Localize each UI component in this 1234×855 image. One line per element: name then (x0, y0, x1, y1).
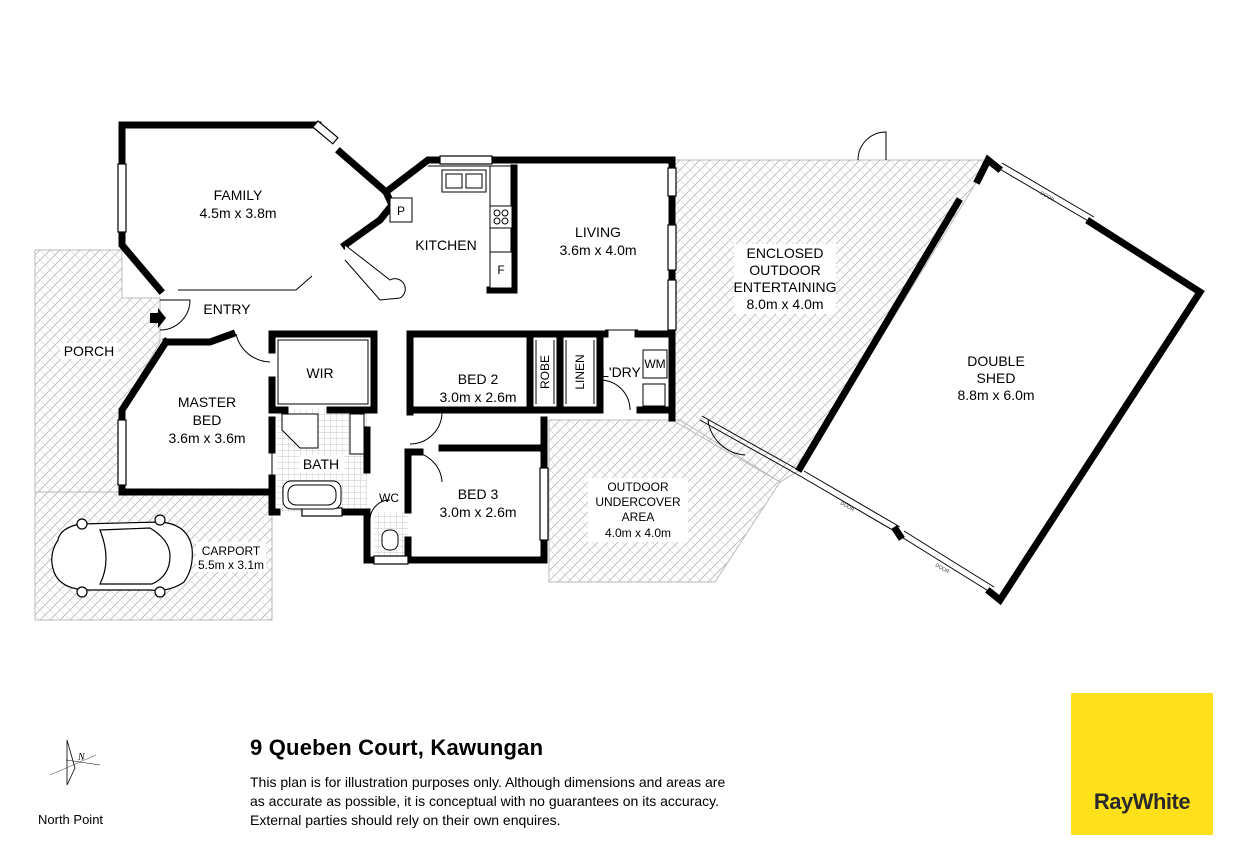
outdoor-undercover-line-3: AREA (622, 510, 655, 524)
double-shed-dims: 8.8m x 6.0m (957, 387, 1034, 403)
disclaimer-line-3: External parties should rely on their ow… (250, 812, 561, 828)
porch-label: PORCH (64, 343, 115, 359)
master-bed-label-2: BED (193, 412, 222, 428)
cooktop (489, 205, 513, 229)
master-bed-label-1: MASTER (178, 394, 236, 410)
wir-inner (277, 339, 369, 405)
bed2-label: BED 2 (458, 371, 499, 387)
compass-icon: N (49, 739, 101, 786)
wir-label: WIR (306, 365, 333, 381)
fridge-label: F (497, 263, 504, 277)
porch-area (34, 249, 161, 493)
bed2-dims: 3.0m x 2.6m (439, 389, 516, 405)
robe-label: ROBE (538, 355, 552, 389)
family-label: FAMILY (214, 187, 263, 203)
double-shed-label-2: SHED (977, 370, 1016, 386)
kitchen-bench (344, 244, 406, 301)
fixtures (178, 165, 668, 551)
room-labels: FAMILY 4.5m x 3.8m KITCHEN P F LIVING 3.… (60, 187, 1035, 572)
walls (118, 121, 1205, 606)
windows (117, 120, 677, 565)
outdoor-undercover-line-2: UNDERCOVER (595, 495, 681, 509)
entry-arrow-icon (150, 308, 166, 328)
disclaimer-line-2: as accurate as possible, it is conceptua… (250, 793, 719, 809)
bed3-dims: 3.0m x 2.6m (439, 504, 516, 520)
living-label: LIVING (575, 224, 621, 240)
family-dims: 4.5m x 3.8m (199, 205, 276, 221)
pantry (389, 197, 413, 223)
wc-label: WC (379, 491, 399, 505)
vanity (349, 413, 365, 455)
kitchen-label: KITCHEN (415, 237, 476, 253)
shed-doors (699, 162, 1095, 593)
disclaimer: This plan is for illustration purposes o… (250, 773, 770, 830)
pantry-label: P (397, 204, 405, 218)
linen-label: LINEN (573, 354, 587, 389)
enclosed-outdoor-line-2: OUTDOOR (749, 262, 821, 278)
floor-plan: DOOR DOOR DOOR (34, 120, 1205, 621)
laundry-tub (642, 383, 666, 407)
enclosed-outdoor-line-3: ENTERTAINING (734, 279, 837, 295)
carport-label: CARPORT (202, 544, 261, 558)
north-point-label: North Point (38, 812, 104, 827)
north-point-compass: N (30, 730, 140, 840)
enclosed-outdoor-area (671, 159, 991, 483)
entry-bench (178, 275, 313, 291)
shed-door-label-right: DOOR (934, 563, 950, 576)
living-dims: 3.6m x 4.0m (559, 242, 636, 258)
outdoor-undercover-dims: 4.0m x 4.0m (605, 526, 671, 540)
north-letter: N (77, 752, 86, 763)
enclosed-outdoor-line-1: ENCLOSED (746, 245, 823, 261)
property-address: 9 Queben Court, Kawungan (250, 735, 544, 760)
shed-door-label-left: DOOR (839, 501, 855, 514)
entry-label: ENTRY (203, 301, 251, 317)
bath-label: BATH (303, 456, 339, 472)
double-shed-label-1: DOUBLE (967, 353, 1025, 369)
enclosed-outdoor-dims: 8.0m x 4.0m (746, 296, 823, 312)
wm-label: WM (644, 357, 665, 371)
raywhite-logo-text: RayWhite (1093, 789, 1191, 814)
master-bed-dims: 3.6m x 3.6m (168, 430, 245, 446)
toilet (381, 529, 399, 551)
carport-dims: 5.5m x 3.1m (198, 558, 264, 572)
shower (281, 413, 319, 449)
raywhite-logo: RayWhite (1071, 693, 1213, 835)
bed3-label: BED 3 (458, 486, 499, 502)
door-swings (159, 131, 887, 521)
car-icon (51, 514, 193, 598)
outdoor-undercover-line-1: OUTDOOR (607, 480, 669, 494)
laundry-label: L'DRY (601, 364, 641, 380)
disclaimer-line-1: This plan is for illustration purposes o… (250, 774, 726, 790)
wm-box (642, 349, 668, 379)
